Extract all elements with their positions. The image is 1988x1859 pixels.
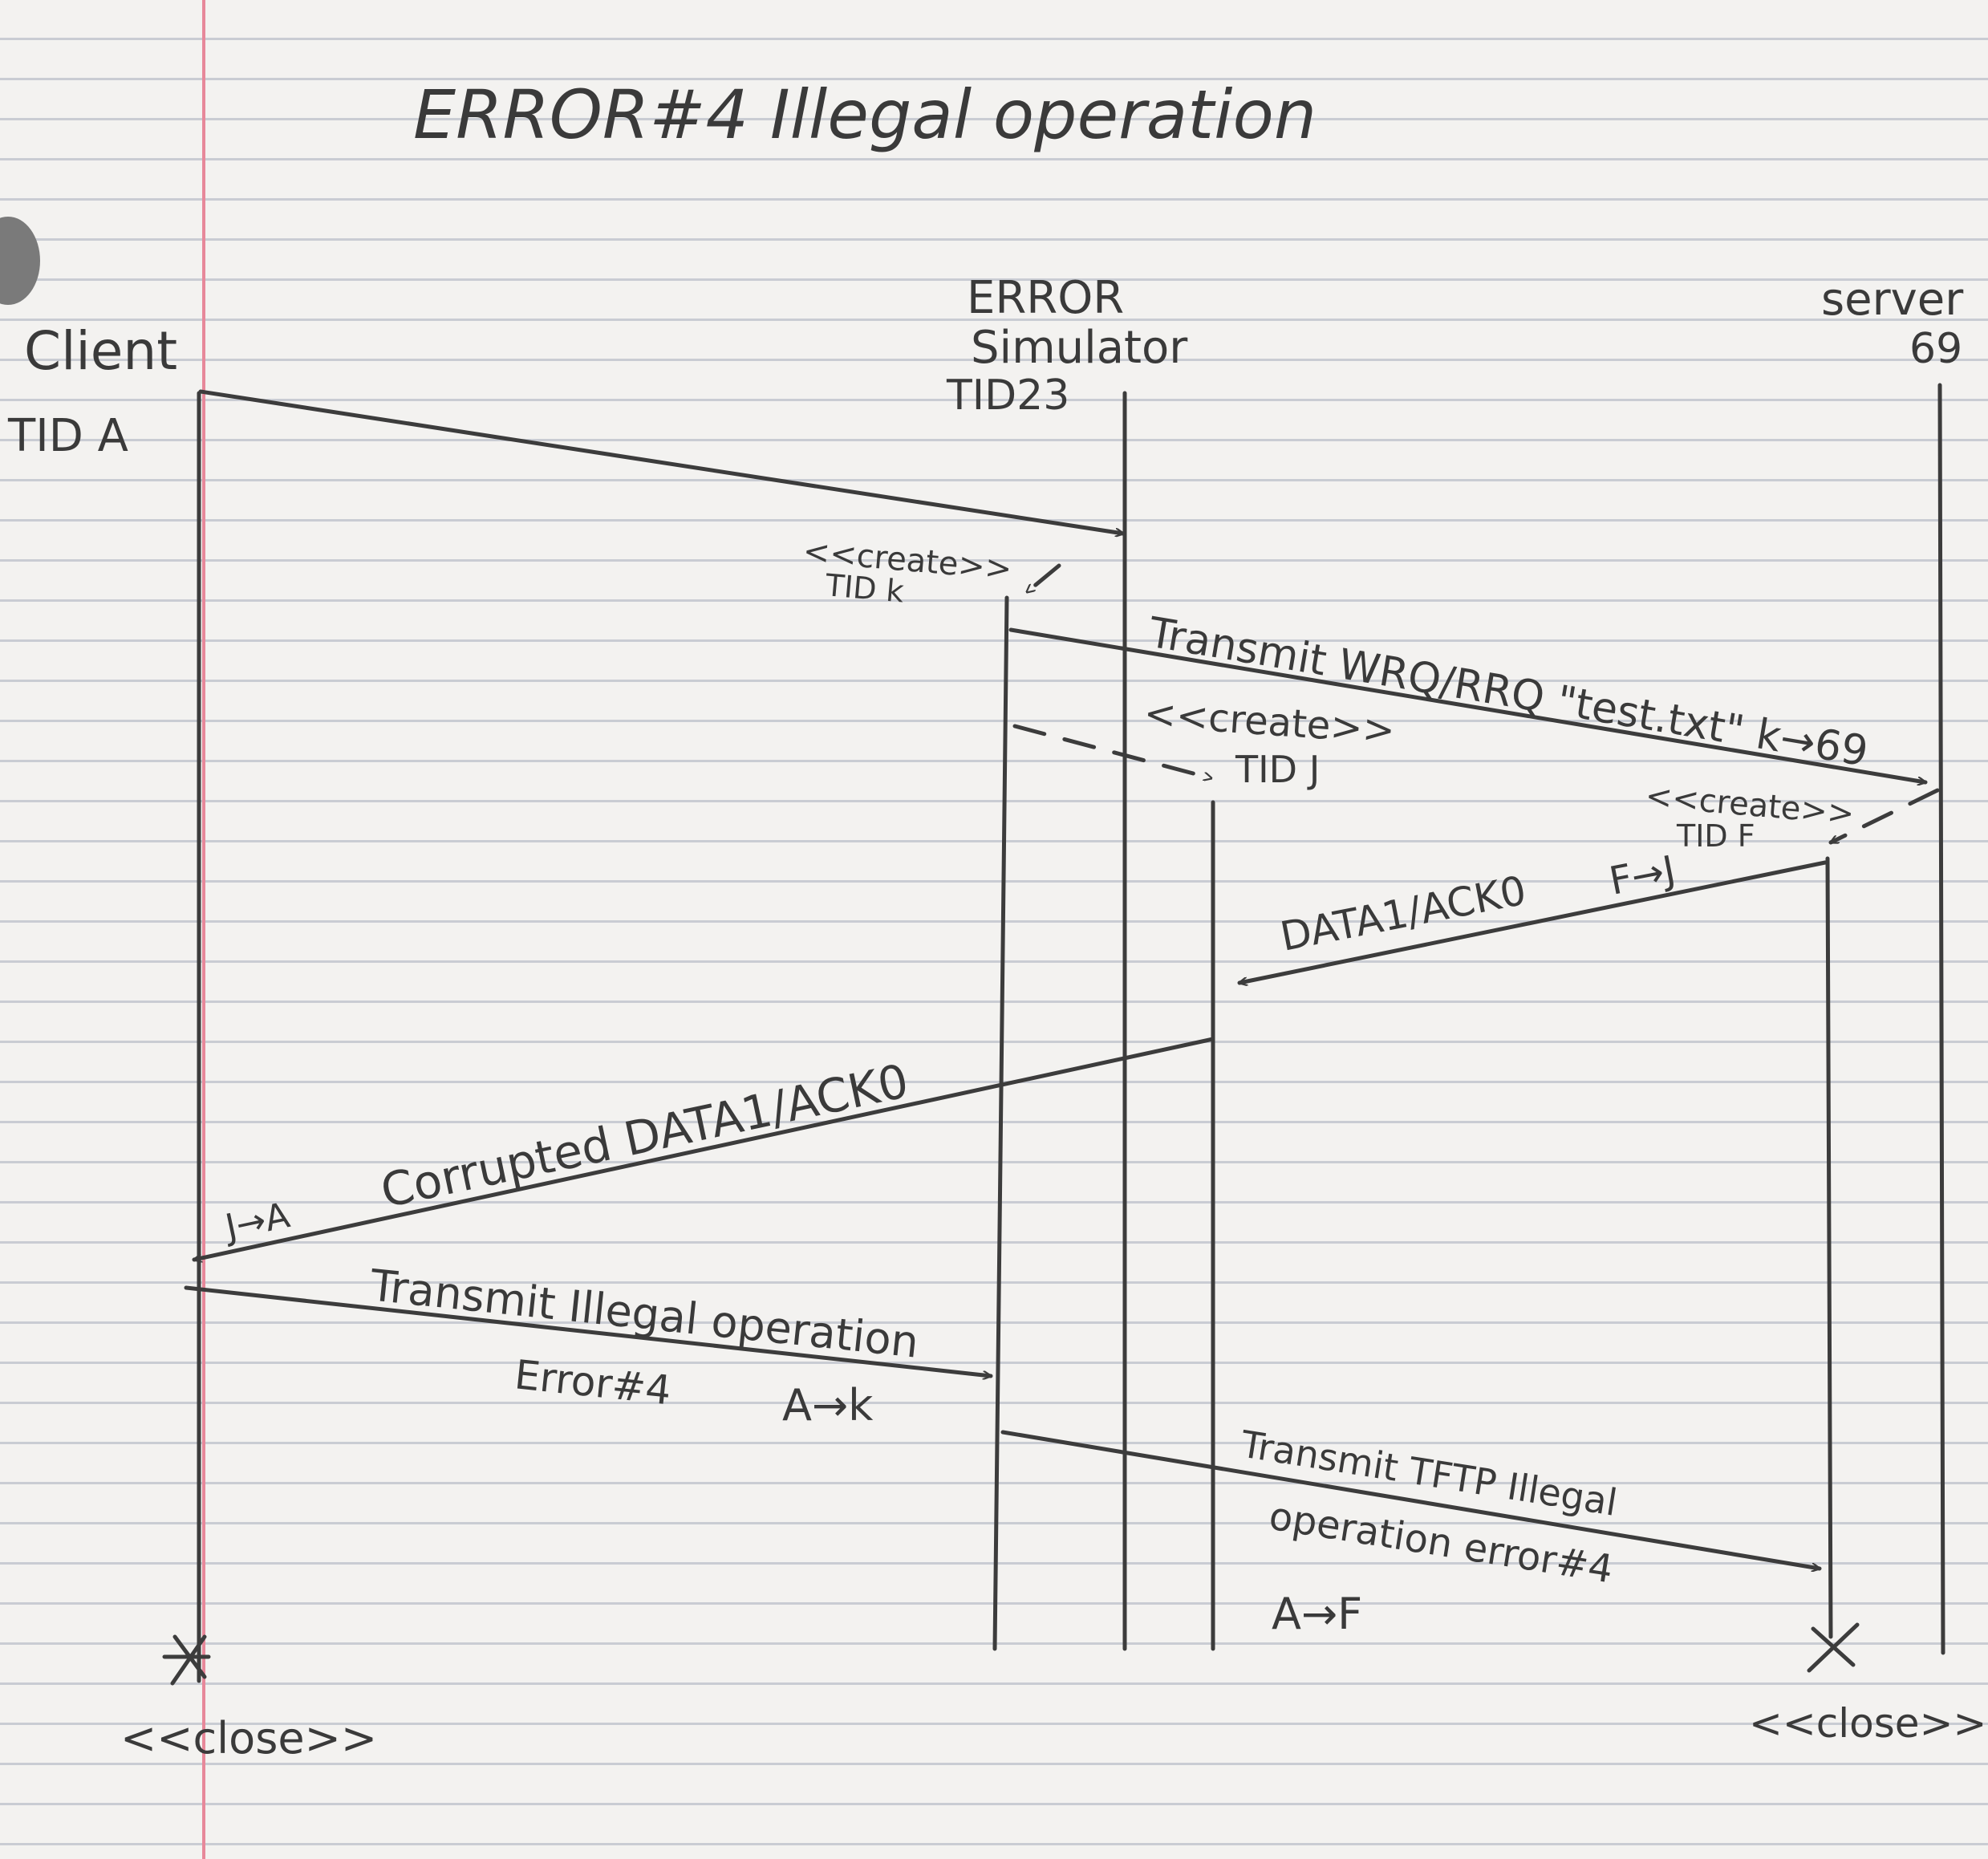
create-tid-k-id: TID k	[823, 567, 905, 609]
tid-f-lifeline	[1825, 856, 1833, 1639]
create-tid-j-id: TID J	[1235, 748, 1320, 791]
request-arrow	[198, 389, 1126, 534]
margin-line	[202, 0, 205, 1859]
illegal-op-label: Transmit Illegal operation	[367, 1260, 921, 1368]
simulator-label-simulator: Simulator	[971, 322, 1188, 374]
tid-k-lifeline	[992, 595, 1009, 1651]
data-ack-arrow	[1237, 860, 1828, 983]
simulator-label-error: ERROR	[967, 272, 1124, 324]
create-tid-j-note: <<create>>	[1142, 691, 1396, 753]
illegal-op-arrow	[184, 1285, 993, 1376]
tftp-error-arrow	[1000, 1430, 1822, 1569]
tftp-error-direction: A→F	[1272, 1589, 1362, 1639]
create-tid-f-arrow	[1831, 788, 1940, 845]
simulator-tid-label: TID23	[946, 371, 1069, 420]
create-tid-k-arrow	[1027, 563, 1061, 595]
corrupted-label: Corrupted DATA1/ACK0	[376, 1053, 913, 1219]
illegal-op-error: Error#4	[513, 1351, 674, 1414]
data-ack-label: DATA1/ACK0	[1276, 867, 1530, 960]
create-tid-f-id: TID F	[1676, 818, 1755, 854]
illegal-op-direction: A→k	[782, 1380, 874, 1431]
corrupted-arrow	[192, 1037, 1215, 1260]
create-tid-j-arrow	[1012, 724, 1214, 778]
client-label: Client	[24, 320, 177, 382]
server-port-label: 69	[1909, 325, 1962, 373]
server-lifeline	[1937, 383, 1945, 1655]
client-close-note: <<close>>	[120, 1713, 377, 1764]
wrq-arrow	[1008, 627, 1928, 782]
client-tid-label: TID A	[7, 410, 128, 462]
server-close-note: <<close>>	[1749, 1700, 1986, 1747]
server-label: server	[1821, 274, 1964, 326]
client-close-mark	[162, 1634, 211, 1686]
diagram-title: ERROR#4 Illegal operation	[413, 75, 1317, 154]
server-close-mark	[1807, 1622, 1860, 1673]
